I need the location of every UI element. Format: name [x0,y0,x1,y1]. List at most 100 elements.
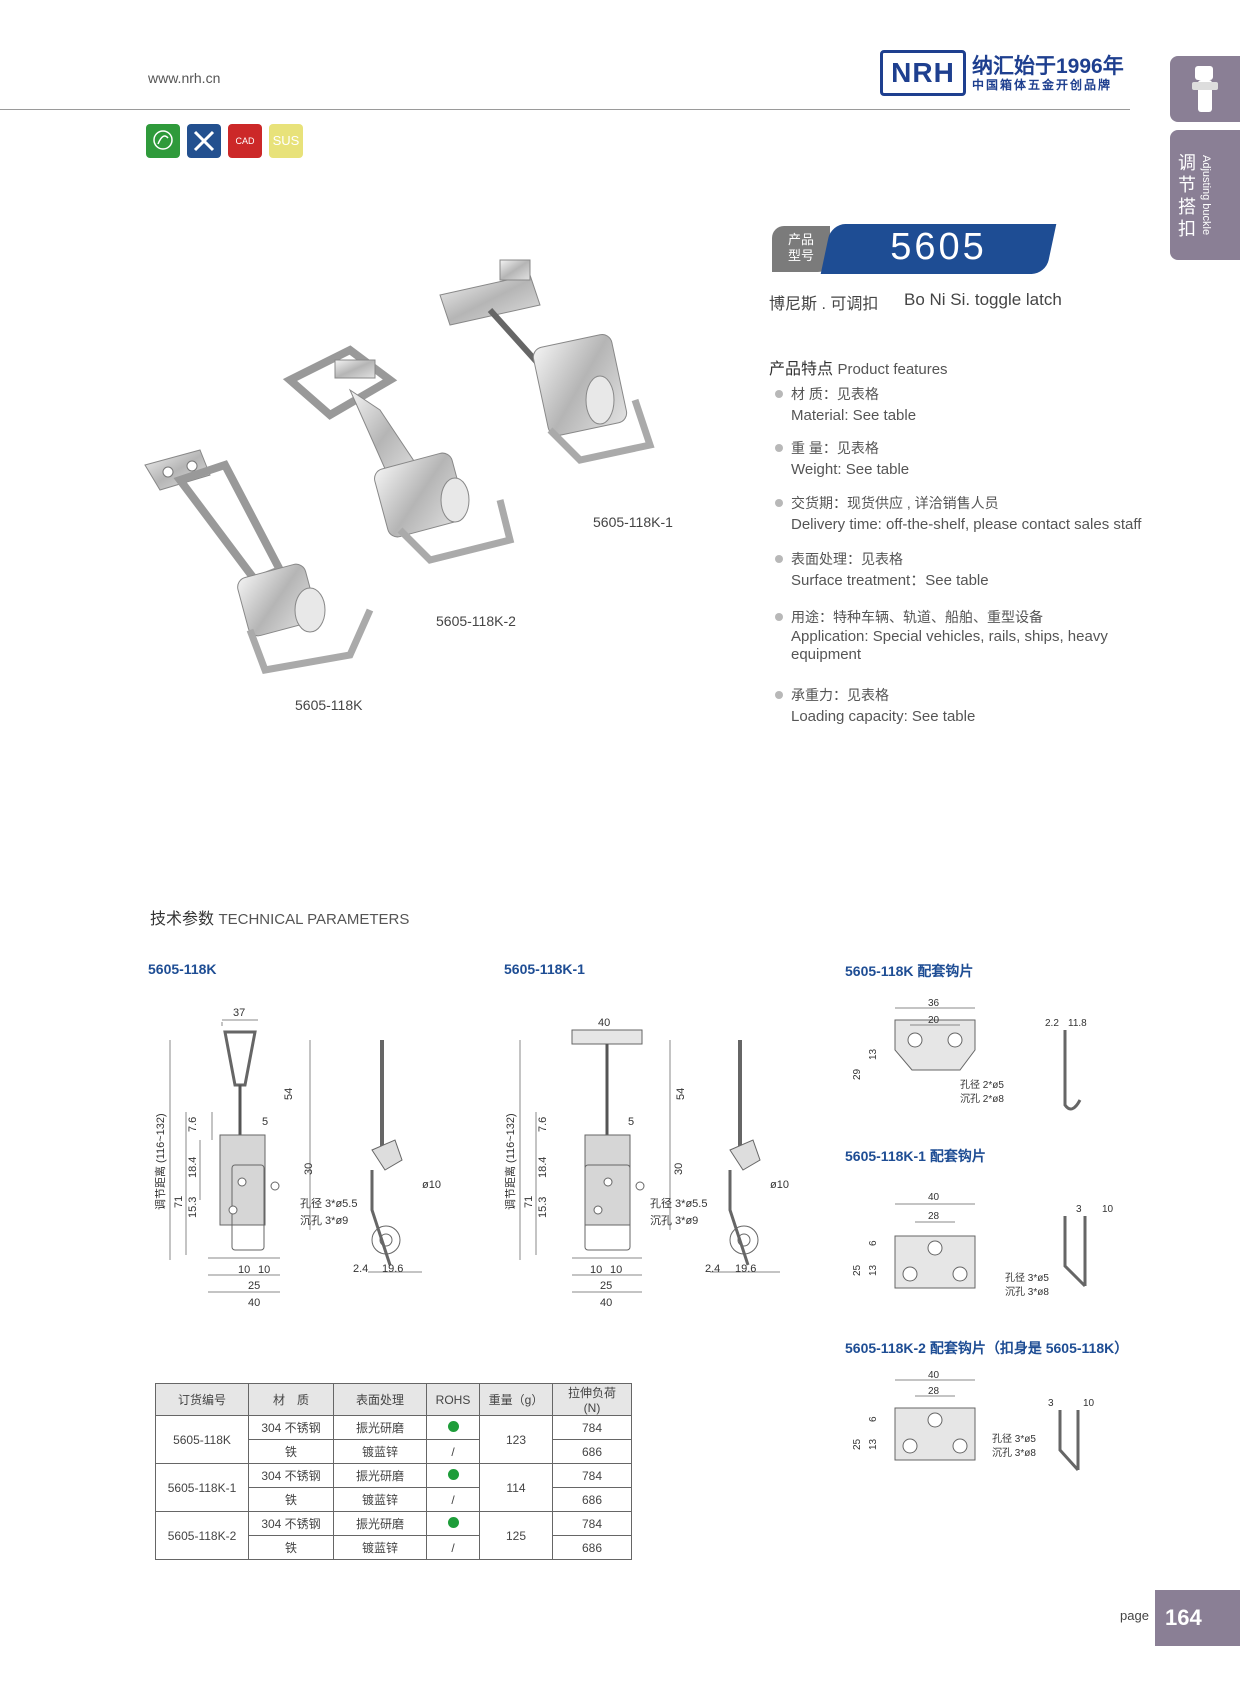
dim-s196: 19.6 [382,1263,403,1275]
latch-photo-118k [144,449,374,674]
table-row: 5605-118K-2 304 不锈钢 振光研磨 125 784 [155,1511,632,1560]
feature-item: 材 质：见表格 Material: See table [775,383,916,427]
model-tag-line1: 产品 [787,232,814,247]
side-tab-en: Adjusting buckle [1200,155,1212,236]
table-row: 铁 镀蓝锌 / 686 [156,1535,632,1560]
col-rohs: ROHS [426,1383,480,1416]
dim-m3: 3 [1076,1204,1082,1215]
dim-s196: 19.6 [735,1263,756,1275]
rohs-dot-icon [447,1468,459,1480]
cell-surface: 镀蓝锌 [333,1439,427,1464]
feature-en: Application: Special vehicles, rails, sh… [791,628,1108,663]
dim-h30: 30 [303,1163,315,1175]
dim-b25: 25 [600,1280,612,1292]
dim-w40: 40 [598,1017,610,1029]
brand-name-cn: 纳汇 [972,55,1014,78]
dim-m28: 28 [928,1211,940,1222]
feature-en: Delivery time: off-the-shelf, please con… [791,516,1142,533]
dim-h30: 30 [673,1163,685,1175]
cell-surface: 振光研磨 [333,1415,427,1440]
dim-m10: 10 [1083,1398,1095,1409]
drawing-label-118k-1: 5605-118K-1 [504,961,585,977]
latch-photo-118k-2 [282,345,515,564]
dim-k36: 36 [928,998,940,1009]
drawing-hook-118k-1: 40 28 25 13 6 3 10 孔径 3*ø5 沉孔 3*ø8 [852,1192,1114,1298]
dim-s24: 2.4 [705,1263,720,1275]
dim-h54: 54 [283,1088,295,1100]
cell-code: 5605-118K-2 [155,1511,249,1560]
product-name-cn: 博尼斯 . 可调扣 [769,296,879,313]
dim-mcountersink: 沉孔 3*ø8 [992,1446,1036,1459]
dim-b10a: 10 [590,1264,602,1276]
dim-m25: 25 [852,1438,863,1450]
tech-title: 技术参数 TECHNICAL PARAMETERS [150,905,409,929]
drawing-label-118k-2-hook: 5605-118K-2 配套钩片（扣身是 5605-118K） [845,1340,1129,1356]
brand-slogan: 纳汇始于1996年 [972,50,1124,80]
col-weight: 重量（g） [479,1383,553,1416]
side-tab-latch-icon[interactable] [1170,56,1240,122]
drawing-hook-118k-2: 40 28 25 13 6 3 10 孔径 3*ø5 沉孔 3*ø8 [852,1370,1095,1472]
side-tab-category[interactable] [1170,130,1240,260]
dim-k20: 20 [928,1015,940,1026]
dim-mcountersink: 沉孔 3*ø8 [1005,1285,1049,1298]
cell-load: 784 [552,1463,632,1488]
cell-material: 304 不锈钢 [248,1415,334,1440]
feature-cn: 重 量：见表格 [791,440,879,456]
product-photos [144,259,655,674]
dim-b10a: 10 [238,1264,250,1276]
nrh-logo: NRH [880,50,966,96]
dim-m13: 13 [868,1264,879,1276]
tech-title-en: TECHNICAL PARAMETERS [218,911,410,928]
dim-mhole: 孔径 3*ø5 [1005,1271,1049,1284]
cell-surface: 振光研磨 [333,1511,427,1536]
cad-badge-icon: CAD [228,124,262,158]
feature-cn: 交货期：现货供应 , 详洽销售人员 [791,495,999,511]
col-load: 拉伸负荷 (N) [552,1383,632,1416]
dim-h71: 71 [523,1196,535,1208]
slogan: 始于1996年 [1014,55,1124,78]
table-header-row: 订货编号 材 质 表面处理 ROHS 重量（g） 拉伸负荷 (N) [155,1383,632,1416]
dim-m28: 28 [928,1386,940,1397]
dim-h184: 18.4 [187,1157,199,1178]
dim-h54: 54 [675,1088,687,1100]
cell-surface: 镀蓝锌 [333,1487,427,1512]
dim-mhole: 孔径 3*ø5 [992,1432,1036,1445]
table-row: 5605-118K 304 不锈钢 振光研磨 123 784 [155,1415,632,1464]
dim-h76: 7.6 [187,1117,199,1132]
dim-h153: 15.3 [187,1197,199,1218]
cell-load: 784 [552,1415,632,1440]
cell-rohs: / [426,1535,480,1560]
cell-material: 铁 [248,1439,334,1464]
tools-badge-icon [187,124,221,158]
cell-rohs: / [426,1439,480,1464]
tech-title-cn: 技术参数 [150,911,215,928]
dim-m6: 6 [868,1416,879,1422]
col-surface: 表面处理 [333,1383,427,1416]
dim-hole: 孔径 3*ø5.5 [300,1197,357,1210]
feature-item: 表面处理：见表格 Surface treatment：See table [775,548,989,592]
dim-d10: ø10 [422,1179,441,1191]
dim-k29: 29 [852,1068,863,1080]
dim-m10: 10 [1102,1204,1114,1215]
dim-h153: 15.3 [537,1197,549,1218]
dim-m3: 3 [1048,1398,1054,1409]
dim-hole: 孔径 3*ø5.5 [650,1197,707,1210]
side-tab-cn: 调节搭扣 [1178,153,1196,239]
feature-en: Weight: See table [791,461,910,478]
cell-material: 304 不锈钢 [248,1511,334,1536]
cell-surface: 镀蓝锌 [333,1535,427,1560]
cell-material: 铁 [248,1535,334,1560]
dim-m40: 40 [928,1370,940,1381]
cell-material: 铁 [248,1487,334,1512]
cell-material: 304 不锈钢 [248,1463,334,1488]
drawing-hook-118k: 36 20 29 13 2.2 11.8 孔径 2*ø5 沉孔 2*ø8 [852,998,1087,1111]
dim-h76: 7.6 [537,1117,549,1132]
feature-item: 交货期：现货供应 , 详洽销售人员 Delivery time: off-the… [775,492,1141,536]
website-url: www.nrh.cn [148,70,221,86]
dim-khole: 孔径 2*ø5 [960,1078,1004,1091]
cell-rohs: / [426,1487,480,1512]
dim-d10: ø10 [770,1179,789,1191]
dim-k22: 2.2 [1045,1018,1059,1029]
dim-m40: 40 [928,1192,940,1203]
feature-cn: 材 质：见表格 [791,386,879,402]
